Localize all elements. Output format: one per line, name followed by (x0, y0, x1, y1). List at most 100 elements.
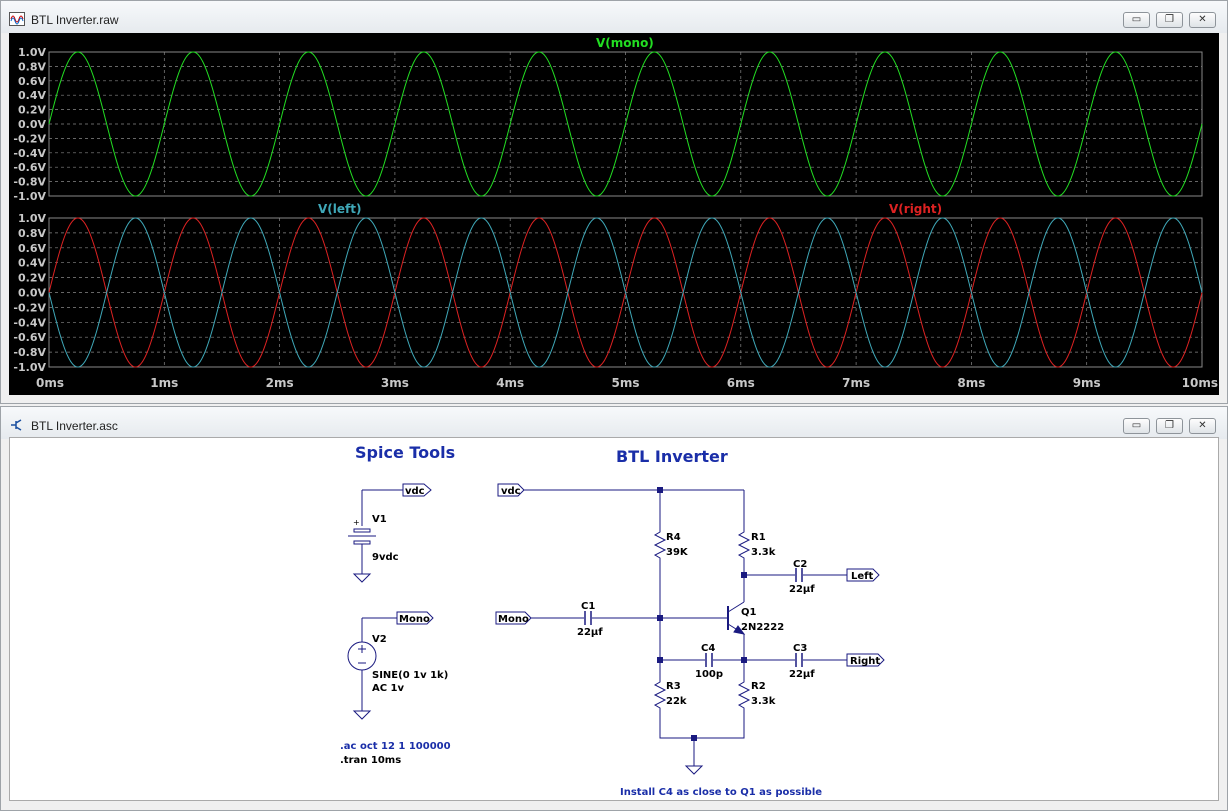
schematic-note[interactable]: Install C4 as close to Q1 as possible (620, 787, 822, 798)
directive-ac[interactable]: .ac oct 12 1 100000 (340, 741, 451, 752)
upper-y-tick-label: -0.6V (13, 161, 46, 174)
r2-name: R2 (751, 681, 766, 692)
c2-name: C2 (793, 559, 807, 570)
waveform-window-title: BTL Inverter.raw (31, 13, 119, 27)
capacitor-c2[interactable] (795, 568, 803, 582)
svg-text:vdc: vdc (501, 486, 521, 497)
svg-text:Mono: Mono (399, 614, 430, 625)
close-button[interactable]: ✕ (1189, 12, 1216, 28)
heading-spice-tools: Spice Tools (355, 443, 455, 462)
lower-y-tick-label: 0.4V (18, 257, 46, 270)
heading-btl-inverter: BTL Inverter (616, 447, 728, 466)
r4-value: 39K (666, 547, 689, 558)
resistor-r4[interactable] (653, 528, 667, 562)
lower-y-tick-label: -0.8V (13, 346, 46, 359)
c1-name: C1 (581, 601, 595, 612)
lower-y-tick-label: -0.2V (13, 301, 46, 314)
lower-pane-y-axis: 1.0V0.8V0.6V0.4V0.2V0.0V-0.2V-0.4V-0.6V-… (13, 212, 46, 374)
v1-name: V1 (372, 514, 387, 525)
waveform-titlebar[interactable]: BTL Inverter.raw ▭ ❐ ✕ (1, 1, 1227, 33)
v1-plus-sign: + (353, 518, 360, 527)
resistor-r3[interactable] (653, 678, 667, 712)
v2-value-line2: AC 1v (372, 683, 405, 694)
resistor-r1[interactable] (737, 528, 751, 562)
waveform-plot[interactable]: 1.0V0.8V0.6V0.4V0.2V0.0V-0.2V-0.4V-0.6V-… (9, 33, 1219, 395)
upper-y-tick-label: 0.2V (18, 104, 46, 117)
upper-y-tick-label: -0.4V (13, 147, 46, 160)
c1-value: 22µf (577, 627, 603, 638)
upper-y-tick-label: 0.0V (18, 118, 46, 131)
capacitor-c4[interactable] (705, 653, 713, 667)
net-label-vdc[interactable]: vdc (497, 483, 525, 497)
schematic-window-title: BTL Inverter.asc (31, 419, 118, 433)
net-label-mono-v2[interactable]: Mono (396, 611, 434, 625)
net-label-left[interactable]: Left (846, 568, 880, 582)
x-tick-label: 7ms (842, 376, 870, 390)
upper-y-tick-label: 0.4V (18, 89, 46, 102)
minimize-button[interactable]: ▭ (1123, 418, 1150, 434)
directive-tran[interactable]: .tran 10ms (340, 755, 401, 766)
trace-label-left[interactable]: V(left) (318, 202, 361, 216)
v1-battery[interactable] (348, 489, 403, 574)
traces (48, 51, 1203, 368)
lower-y-tick-label: 0.0V (18, 287, 46, 300)
trace-vleft[interactable] (48, 217, 1203, 368)
v1-ground-symbol (352, 573, 372, 583)
net-label-mono[interactable]: Mono (495, 611, 532, 625)
minimize-button[interactable]: ▭ (1123, 12, 1150, 28)
svg-text:vdc: vdc (405, 486, 425, 497)
schematic-drawing[interactable]: Spice Tools BTL Inverter + V1 9vdc (10, 438, 1218, 800)
x-tick-label: 2ms (266, 376, 294, 390)
trace-label-right[interactable]: V(right) (889, 202, 942, 216)
ground-symbol (684, 765, 704, 775)
transistor-q1[interactable] (727, 601, 746, 635)
x-tick-label: 1ms (150, 376, 178, 390)
v2-value-line1: SINE(0 1v 1k) (372, 670, 448, 681)
schematic-titlebar[interactable]: BTL Inverter.asc ▭ ❐ ✕ (1, 407, 1227, 439)
v1-value: 9vdc (372, 552, 399, 563)
v2-sine-source[interactable] (347, 617, 397, 711)
lower-y-tick-label: 0.6V (18, 242, 46, 255)
net-label-vdc-v1[interactable]: vdc (402, 483, 432, 497)
upper-pane-y-axis: 1.0V0.8V 0.6V0.4V 0.2V0.0V-0.2V -0.4V-0.6V -… (13, 46, 46, 203)
x-tick-label: 4ms (496, 376, 524, 390)
lower-y-tick-label: 1.0V (18, 212, 46, 225)
q1-name: Q1 (741, 607, 757, 618)
lower-y-tick-label: -0.6V (13, 331, 46, 344)
x-tick-label: 5ms (612, 376, 640, 390)
x-tick-label: 10ms (1182, 376, 1218, 390)
capacitor-c1[interactable] (584, 611, 592, 625)
upper-y-tick-label: 1.0V (18, 46, 46, 59)
svg-text:Right: Right (850, 656, 880, 667)
close-button[interactable]: ✕ (1189, 418, 1216, 434)
upper-y-tick-label: -1.0V (13, 190, 46, 203)
r3-name: R3 (666, 681, 681, 692)
r3-value: 22k (666, 696, 687, 707)
circuit-wires (524, 489, 847, 766)
x-tick-label: 3ms (381, 376, 409, 390)
upper-y-tick-label: 0.8V (18, 60, 46, 73)
r4-name: R4 (666, 532, 681, 543)
lower-y-tick-label: -0.4V (13, 316, 46, 329)
upper-y-tick-label: -0.2V (13, 132, 46, 145)
capacitor-c3[interactable] (795, 653, 803, 667)
net-label-right[interactable]: Right (846, 653, 885, 667)
v2-name: V2 (372, 634, 387, 645)
upper-y-tick-label: 0.6V (18, 75, 46, 88)
lower-y-tick-label: 0.8V (18, 227, 46, 240)
restore-button[interactable]: ❐ (1156, 12, 1183, 28)
resistor-r2[interactable] (737, 678, 751, 712)
schematic-window: BTL Inverter.asc ▭ ❐ ✕ Spice Tools BTL I… (0, 406, 1228, 811)
x-tick-label: 9ms (1073, 376, 1101, 390)
upper-pane-grid (48, 51, 1203, 197)
trace-label-mono[interactable]: V(mono) (596, 36, 654, 50)
restore-button[interactable]: ❐ (1156, 418, 1183, 434)
waveform-app-icon (9, 12, 25, 26)
x-tick-label: 0ms (36, 376, 64, 390)
c3-name: C3 (793, 643, 807, 654)
schematic-canvas[interactable]: Spice Tools BTL Inverter + V1 9vdc (9, 437, 1219, 801)
trace-vmono[interactable] (48, 51, 1203, 197)
